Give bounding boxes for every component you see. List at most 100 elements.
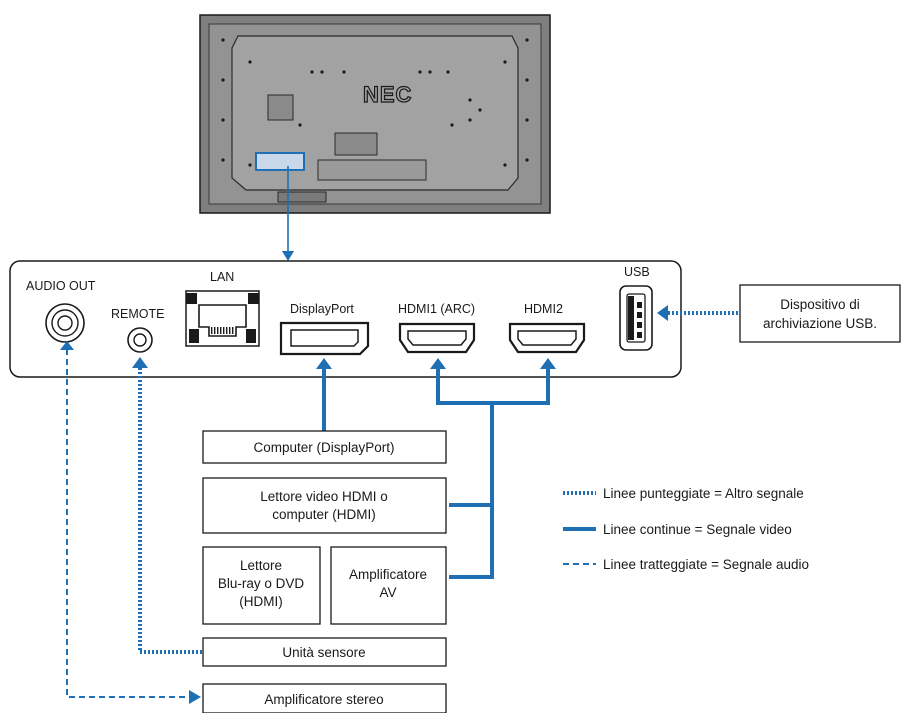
legend-dotted-label: Linee punteggiate = Altro segnale — [603, 486, 804, 501]
usb-port: USB — [619, 265, 653, 351]
remote-label: REMOTE — [111, 307, 164, 321]
arrow-to-hdmi2 — [540, 358, 556, 369]
lan-label: LAN — [210, 270, 234, 284]
terminal-panel — [9, 260, 682, 378]
hdmi-player-label-line2: computer (HDMI) — [272, 507, 376, 522]
monitor-vesa-plate — [267, 94, 294, 121]
monitor-screw — [248, 60, 252, 64]
monitor-screw — [298, 123, 302, 127]
legend: Linee punteggiate = Altro segnale Linee … — [603, 486, 809, 572]
usb-contact-4 — [637, 332, 642, 338]
bluray-box — [202, 546, 321, 625]
monitor-screw — [525, 38, 529, 42]
monitor-screw — [320, 70, 324, 74]
monitor-screw — [503, 163, 507, 167]
hdmi1-label: HDMI1 (ARC) — [398, 302, 475, 316]
monitor-screw — [503, 60, 507, 64]
usb-storage-box — [739, 284, 901, 343]
audio-out-port: AUDIO OUT — [26, 279, 96, 343]
legend-dashed-label: Linee tratteggiate = Segnale audio — [603, 557, 809, 572]
hdmi-player-label-line1: Lettore video HDMI o — [260, 489, 388, 504]
remote-jack-hole — [133, 333, 147, 347]
bluray-label-line1: Lettore — [240, 558, 282, 573]
hdmi2-inner — [517, 330, 577, 346]
audio-out-label: AUDIO OUT — [26, 279, 96, 293]
displayport-inner — [290, 329, 359, 347]
usb-label: USB — [624, 265, 650, 279]
connection-lines — [66, 166, 740, 698]
lan-pin — [232, 327, 234, 334]
monitor-screw — [342, 70, 346, 74]
monitor-screw — [525, 78, 529, 82]
monitor-lower-bracket — [317, 159, 427, 181]
lan-pin — [223, 327, 225, 334]
hdmi2-port: HDMI2 — [508, 302, 586, 354]
displayport-port: DisplayPort — [279, 302, 370, 356]
monitor-screw — [525, 158, 529, 162]
computer-dp-box — [202, 430, 447, 464]
hdmi1-port: HDMI1 (ARC) — [398, 302, 476, 354]
monitor-terminal-highlight — [255, 152, 305, 171]
usb-contact-2 — [637, 312, 642, 318]
computer-dp-label: Computer (DisplayPort) — [253, 440, 394, 455]
usb-tongue — [628, 296, 634, 340]
monitor-screw — [468, 98, 472, 102]
lan-jack-left-led — [189, 329, 199, 343]
hdmi-trunk-line — [449, 403, 494, 507]
monitor-screw — [450, 123, 454, 127]
stereo-amp-label: Amplificatore stereo — [264, 692, 383, 707]
av-amp-video-line — [449, 505, 494, 579]
hdmi1-outer — [398, 322, 476, 354]
monitor-screw — [221, 38, 225, 42]
lan-jack-left-tab — [186, 293, 197, 304]
legend-solid-label: Linee continue = Segnale video — [603, 522, 792, 537]
usb-contact-3 — [637, 322, 642, 328]
arrow-to-usb — [657, 305, 668, 321]
lan-pin — [217, 327, 219, 334]
audio-out-line — [66, 349, 189, 698]
monitor-screw — [221, 158, 225, 162]
monitor-screw — [310, 70, 314, 74]
usb-storage-label-line1: Dispositivo di — [780, 297, 860, 312]
lan-jack-right-tab — [248, 293, 259, 304]
sensor-box — [202, 637, 447, 667]
monitor-screw — [478, 108, 482, 112]
monitor-screw — [221, 118, 225, 122]
arrow-to-stereo-amp — [189, 690, 201, 704]
lan-pin — [214, 327, 216, 334]
lan-pin — [211, 327, 213, 334]
monitor-screw — [221, 78, 225, 82]
av-amp-label-line2: AV — [379, 585, 396, 600]
av-amp-label-line1: Amplificatore — [349, 567, 427, 582]
sensor-label: Unità sensore — [282, 645, 365, 660]
bluray-label-line3: (HDMI) — [239, 594, 283, 609]
arrow-to-displayport — [316, 358, 332, 369]
monitor-center-bracket — [334, 132, 378, 156]
monitor-screw — [446, 70, 450, 74]
arrow-to-hdmi1 — [430, 358, 446, 369]
hdmi-player-box — [202, 477, 447, 534]
lan-pin — [229, 327, 231, 334]
monitor-screw — [418, 70, 422, 74]
arrow-to-panel — [282, 251, 294, 261]
monitor-logo: NEC — [363, 82, 412, 107]
remote-port: REMOTE — [111, 307, 164, 353]
usb-contact-1 — [637, 302, 642, 308]
stereo-amp-box — [202, 683, 447, 713]
monitor-bottom-bar — [277, 191, 327, 203]
arrowheads — [60, 251, 668, 704]
lan-jack-pins — [211, 327, 234, 334]
lan-port: LAN — [185, 270, 260, 347]
displayport-label: DisplayPort — [290, 302, 354, 316]
hdmi2-label: HDMI2 — [524, 302, 563, 316]
monitor-inner-housing — [231, 35, 519, 191]
lan-pin — [226, 327, 228, 334]
monitor-screw — [428, 70, 432, 74]
hdmi1-inner — [407, 330, 467, 346]
remote-sensor-line — [138, 368, 203, 654]
av-amp-box — [330, 546, 447, 625]
lan-pin — [220, 327, 222, 334]
monitor-screw — [525, 118, 529, 122]
audio-out-jack-hole — [57, 315, 73, 331]
